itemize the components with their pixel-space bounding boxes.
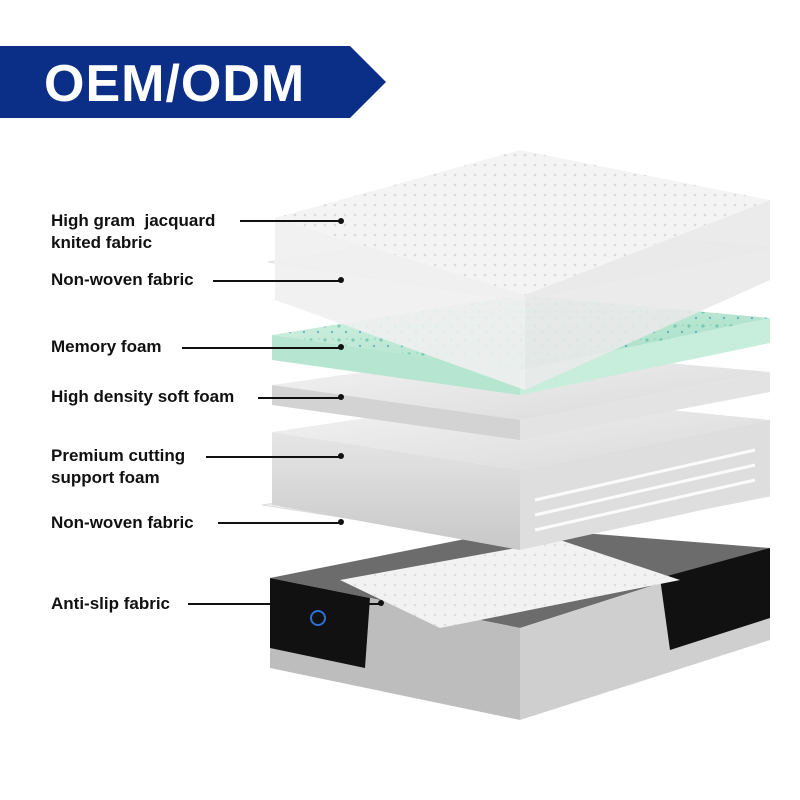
oem-odm-banner: OEM/ODM <box>0 46 386 118</box>
leader-dot <box>338 394 344 400</box>
banner-title: OEM/ODM <box>44 55 306 113</box>
leader-line <box>213 280 340 282</box>
label-non-woven-fabric-lower: Non-woven fabric <box>51 513 194 532</box>
leader-line <box>188 603 380 605</box>
label-non-woven-fabric-upper: Non-woven fabric <box>51 270 194 289</box>
label-support-foam: Premium cutting support foam <box>51 446 186 487</box>
label-memory-foam: Memory foam <box>51 337 162 356</box>
leader-line <box>258 397 340 399</box>
label-jacquard-fabric: High gram jacquard knited fabric <box>51 211 216 252</box>
layer-jacquard-fabric <box>275 150 770 390</box>
leader-line <box>206 456 340 458</box>
leader-dot <box>338 344 344 350</box>
leader-dot <box>338 519 344 525</box>
leader-dot <box>338 218 344 224</box>
leader-line <box>218 522 340 524</box>
leader-dot <box>338 453 344 459</box>
leader-line <box>182 347 340 349</box>
label-anti-slip-fabric: Anti-slip fabric <box>51 594 171 613</box>
base-mattress <box>270 528 770 720</box>
label-soft-foam: High density soft foam <box>51 387 235 406</box>
leader-dot <box>338 277 344 283</box>
mattress-brand-logo <box>310 610 326 626</box>
leader-line <box>240 220 340 222</box>
banner-arrow-shape <box>0 46 386 118</box>
leader-dot <box>378 600 384 606</box>
